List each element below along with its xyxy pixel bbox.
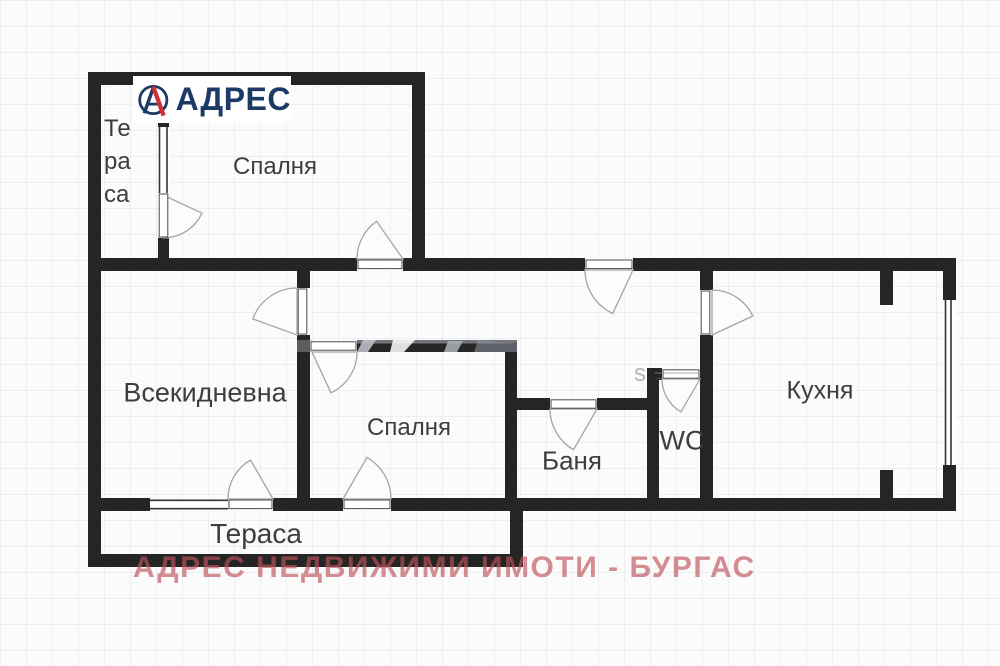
door-arcs-group — [162, 193, 754, 500]
door-arc — [584, 269, 635, 315]
center-watermark-line2 — [655, 378, 695, 379]
walls-group — [88, 72, 956, 567]
door-leaves-group — [158, 193, 711, 510]
door-arc — [251, 287, 298, 336]
door-arc — [310, 351, 358, 394]
room-label-living-room: Всекидневна — [123, 377, 287, 408]
agency-watermark: АДРЕС НЕДВИЖИМИ ИМОТИ - БУРГАС — [133, 551, 756, 584]
agency-logo: АДРЕС — [133, 76, 291, 123]
room-label-bedroom-middle: Спалня — [367, 414, 451, 441]
room-label-kitchen: Кухня — [786, 376, 854, 405]
room-label-bathroom: Баня — [542, 445, 602, 476]
door-arc — [227, 459, 275, 500]
terrace-top-line1: Те — [104, 115, 131, 142]
door-arc — [341, 456, 392, 500]
door-arc — [162, 193, 203, 239]
wall-watermark-mottling — [297, 340, 517, 352]
agency-logo-text: АДРЕС — [175, 80, 291, 117]
terrace-top-line2: ра — [104, 148, 131, 175]
room-label-terrace-top: Те ра са — [104, 112, 131, 211]
room-label-wc: WC — [659, 425, 705, 456]
center-watermark-line — [655, 372, 701, 374]
windows-group — [150, 127, 956, 510]
door-arc — [356, 220, 405, 260]
door-arc — [549, 408, 599, 451]
room-label-terrace-bottom: Тераса — [210, 518, 302, 549]
terrace-top-line3: са — [104, 181, 130, 208]
door-arc — [661, 378, 702, 413]
circle-a-icon — [138, 84, 169, 116]
door-arc — [711, 289, 754, 337]
room-label-bedroom-top: Спалня — [233, 153, 317, 180]
center-watermark-text: s — [634, 360, 646, 387]
